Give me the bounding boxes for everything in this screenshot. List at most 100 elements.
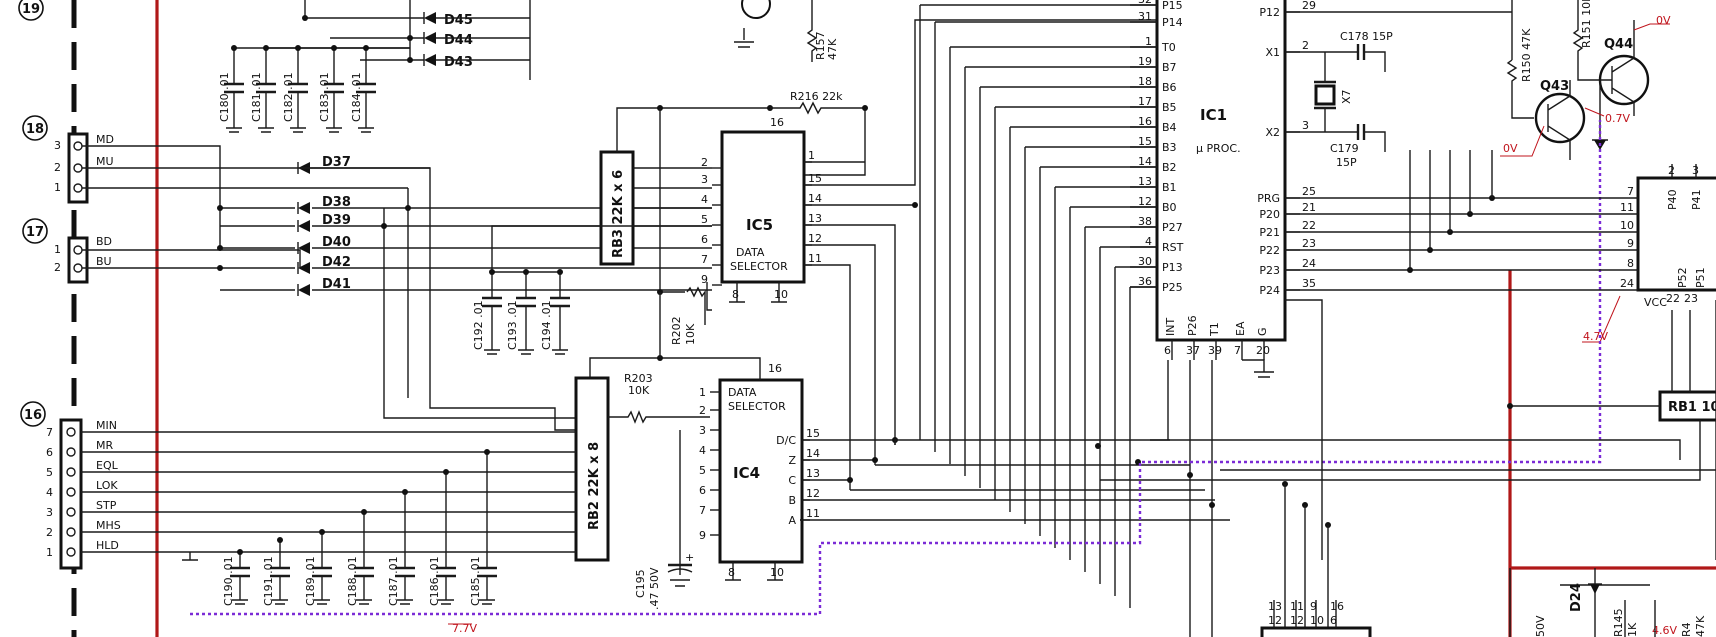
ic4-line1: DATA bbox=[728, 386, 757, 399]
icr-label-b-0: P52 bbox=[1676, 267, 1689, 288]
diode-d44: D44 bbox=[423, 32, 473, 48]
ic4-pin-l-7: 9 bbox=[699, 529, 706, 542]
c17-pin-2: 2 bbox=[54, 261, 61, 274]
c18-pin-3: 3 bbox=[54, 139, 61, 152]
icr-pin-l-2: 10 bbox=[1620, 219, 1634, 232]
ic4-label-r-1: Z bbox=[788, 454, 796, 467]
ic5-pin-l-2: 4 bbox=[701, 193, 708, 206]
ic1-pin-r-7: 24 bbox=[1302, 257, 1316, 270]
icr-pin-t-1: 3 bbox=[1692, 164, 1699, 177]
c178-label: C178 15P bbox=[1340, 30, 1393, 43]
ic1-pin-b-3: 7 bbox=[1234, 344, 1241, 357]
icr-pin-b-0: 22 bbox=[1666, 292, 1680, 305]
ic1-label-b-2: T1 bbox=[1208, 322, 1221, 337]
rb1-resistor-bank bbox=[1658, 390, 1716, 422]
diode-d45: D45 bbox=[423, 12, 473, 28]
ic1-label-b-4: G bbox=[1256, 327, 1269, 336]
ic5-pin-b-0: 8 bbox=[732, 288, 739, 301]
ic5-pin-l-5: 7 bbox=[701, 253, 708, 266]
ic4-label-r-2: C bbox=[788, 474, 796, 487]
ic1-name: IC1 bbox=[1200, 106, 1227, 124]
ic1-label-l-7: B3 bbox=[1162, 141, 1177, 154]
ic1-label-l-2: T0 bbox=[1161, 41, 1176, 54]
c16-pin-2: 5 bbox=[46, 466, 53, 479]
r157-label: R157 bbox=[814, 31, 827, 60]
r4-label: R4 bbox=[1680, 622, 1693, 637]
ic4-pin-l-0: 1 bbox=[699, 386, 706, 399]
connector-19-label: 19 bbox=[22, 2, 40, 17]
cap-mid-1: C193 .01 bbox=[506, 300, 519, 350]
connector-17-body bbox=[67, 236, 89, 284]
ic1-microprocessor bbox=[1155, 0, 1287, 342]
cap-top-1: C181 .01 bbox=[250, 72, 263, 122]
ic5-name: IC5 bbox=[746, 216, 773, 234]
diode-d24-label: D24 bbox=[1569, 583, 1584, 612]
svg-text:D44: D44 bbox=[444, 33, 473, 48]
r203-value: 10K bbox=[628, 384, 650, 397]
r145-label: R145 bbox=[1612, 608, 1625, 637]
ic4-chip bbox=[718, 378, 804, 564]
ic1-label-r-7: P23 bbox=[1259, 264, 1280, 277]
v50-label: 50V bbox=[1534, 615, 1547, 637]
ic4-line2: SELECTOR bbox=[728, 400, 786, 413]
ic5-pin-r-1: 15 bbox=[808, 172, 822, 185]
ic4-pin-r-1: 14 bbox=[806, 447, 820, 460]
ic1-pin-l-2: 1 bbox=[1145, 35, 1152, 48]
ic1-pin-l-4: 18 bbox=[1138, 75, 1152, 88]
connector-16-label: 16 bbox=[24, 408, 42, 423]
ic1-label-l-1: P14 bbox=[1162, 16, 1183, 29]
r202-label: R202 bbox=[670, 316, 683, 345]
ic1-label-r-2: X2 bbox=[1265, 126, 1280, 139]
ic1-label-r-8: P24 bbox=[1259, 284, 1280, 297]
r157-value: 47K bbox=[826, 38, 839, 60]
ic4-pin-l-6: 7 bbox=[699, 504, 706, 517]
x7-label: X7 bbox=[1340, 89, 1353, 104]
ic1-label-r-5: P21 bbox=[1259, 226, 1280, 239]
icb-pin-0: 13 bbox=[1268, 600, 1282, 613]
voltage-d24: 4.6V bbox=[1652, 624, 1677, 637]
ic1-sub: μ PROC. bbox=[1196, 142, 1241, 155]
ic4-label-r-0: D/C bbox=[776, 434, 796, 447]
ic5-line2: SELECTOR bbox=[730, 260, 788, 273]
ic4-pin-r-0: 15 bbox=[806, 427, 820, 440]
c16-pin-6: 1 bbox=[46, 546, 53, 559]
ic-bottom-chip bbox=[1260, 626, 1372, 637]
ic4-pin-b-1: 10 bbox=[770, 566, 784, 579]
icb-pin2-2: 10 bbox=[1310, 614, 1324, 627]
ic4-pin-l-4: 5 bbox=[699, 464, 706, 477]
ic4-pin-l-3: 4 bbox=[699, 444, 706, 457]
cap-top-2: C182 .01 bbox=[282, 72, 295, 122]
ic1-label-b-0: INT bbox=[1164, 318, 1177, 336]
ic1-pin-r-4: 21 bbox=[1302, 201, 1316, 214]
voltage-q43-collector: 0.7V bbox=[1605, 112, 1630, 125]
c16-pin-0: 7 bbox=[46, 426, 53, 439]
c16-signal-4: STP bbox=[96, 499, 117, 512]
icr-label-b-1: P51 bbox=[1694, 267, 1707, 288]
ic1-label-l-3: B7 bbox=[1162, 61, 1177, 74]
ic1-label-l-12: RST bbox=[1162, 241, 1184, 254]
ic5-chip bbox=[720, 130, 806, 284]
svg-text:D45: D45 bbox=[444, 13, 473, 28]
ic1-label-b-3: EA bbox=[1234, 321, 1247, 336]
ic1-pin-l-14: 36 bbox=[1138, 275, 1152, 288]
r216-label: R216 22k bbox=[790, 90, 843, 103]
ic1-pin-l-0: 32 bbox=[1138, 0, 1152, 6]
c18-signal-md: MD bbox=[96, 133, 114, 146]
r202-value: 10K bbox=[684, 323, 697, 345]
rb3-label: RB3 22K x 6 bbox=[611, 170, 626, 258]
diode-d40: D40 bbox=[322, 235, 351, 250]
ic-right-chip bbox=[1636, 176, 1716, 292]
ic5-pin-l-3: 5 bbox=[701, 213, 708, 226]
probe-path bbox=[190, 120, 1602, 616]
c195-label: C195 bbox=[634, 569, 647, 598]
cap-bot-1: C191 .01 bbox=[262, 556, 275, 606]
crystal-x7 bbox=[1314, 84, 1336, 106]
voltage-bottom: 7.7V bbox=[452, 622, 477, 635]
ic4-pin-r-4: 11 bbox=[806, 507, 820, 520]
ic5-pin-l-0: 2 bbox=[701, 156, 708, 169]
ic5-vcc-pin: 16 bbox=[770, 116, 784, 129]
ic1-pin-l-13: 30 bbox=[1138, 255, 1152, 268]
ic1-label-l-0: P15 bbox=[1162, 0, 1183, 12]
voltage-vcc: 4.7V bbox=[1583, 330, 1608, 343]
ic1-pin-r-0: 29 bbox=[1302, 0, 1316, 12]
